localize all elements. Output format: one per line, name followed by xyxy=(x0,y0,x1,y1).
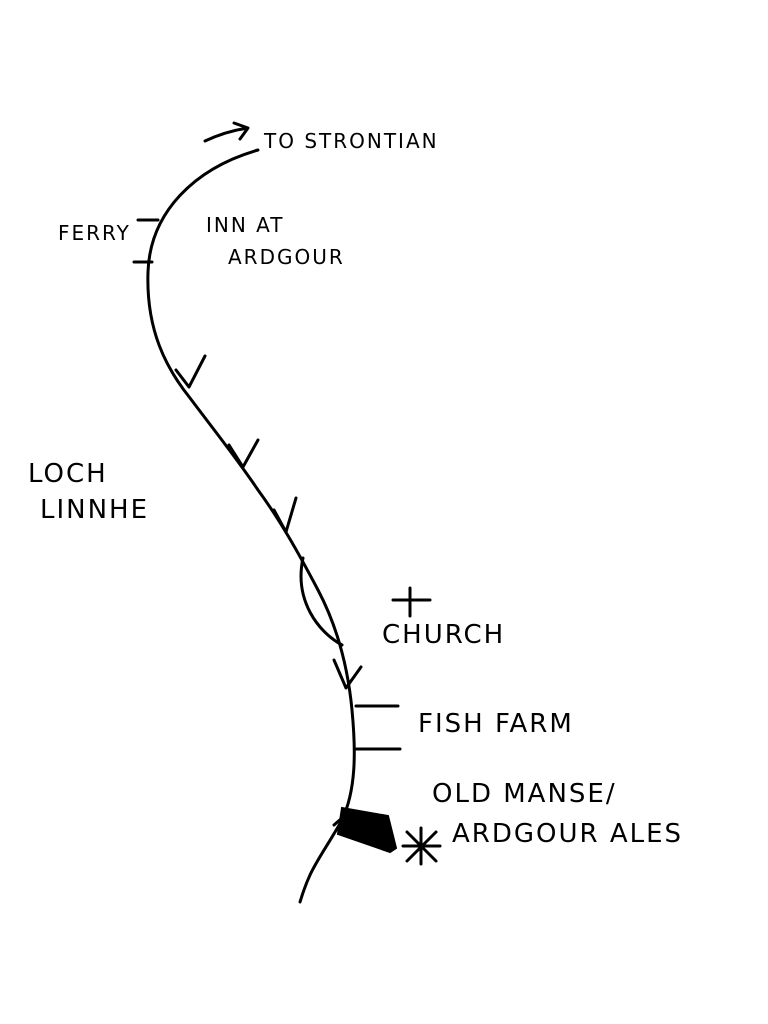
old-manse-building-icon xyxy=(336,806,398,854)
direction-arrow-4 xyxy=(332,658,363,690)
ardgour-ales-star-icon xyxy=(401,826,442,866)
church-cross-icon xyxy=(391,586,432,618)
label-old-manse-line1: OLD MANSE/ xyxy=(432,779,617,809)
label-loch-line2: LINNHE xyxy=(40,495,149,525)
label-to-strontian: TO STRONTIAN xyxy=(263,129,439,153)
arrow-to-strontian xyxy=(203,121,250,143)
old-manse-driveway xyxy=(332,816,344,827)
label-church: CHURCH xyxy=(382,620,505,650)
label-fish-farm: FISH FARM xyxy=(418,709,574,739)
direction-arrow-2 xyxy=(227,438,260,469)
label-old-manse-line2: ARDGOUR ALES xyxy=(452,819,683,849)
label-ferry: FERRY xyxy=(58,221,131,245)
label-inn-line1: INN AT xyxy=(206,213,285,237)
main-road xyxy=(146,148,356,904)
direction-arrow-3 xyxy=(272,496,298,534)
direction-arrow-1 xyxy=(174,354,207,389)
road-loop xyxy=(299,556,344,647)
label-loch-line1: LOCH xyxy=(28,459,108,489)
label-inn-line2: ARDGOUR xyxy=(228,245,345,269)
